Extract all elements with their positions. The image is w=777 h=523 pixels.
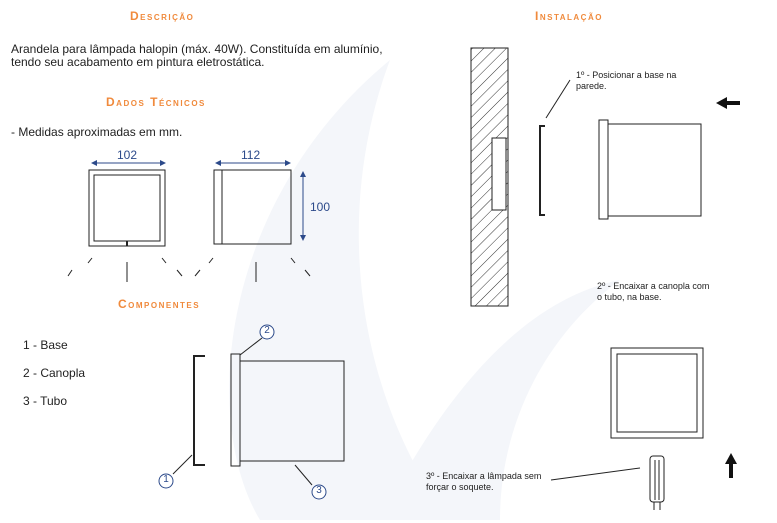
- callout-2-label: 2: [264, 325, 270, 336]
- step3-drawing: [550, 455, 665, 510]
- step1-line-1: 1º - Posicionar a base na: [576, 70, 677, 80]
- step3-line-2: forçar o soquete.: [426, 482, 494, 492]
- callout-3-label: 3: [316, 485, 322, 496]
- step1-line-2: parede.: [576, 81, 607, 91]
- step2-drawing: [610, 347, 704, 439]
- dados-tecnicos-heading: Dados Técnicos: [106, 95, 206, 109]
- step1-drawing: [539, 79, 702, 220]
- descricao-line-2: tendo seu acabamento em pintura eletrost…: [11, 55, 265, 69]
- instalacao-heading: Instalação: [535, 9, 603, 23]
- components-drawing: [172, 337, 345, 486]
- dimension-width-side: 112: [241, 148, 261, 162]
- componentes-heading: Componentes: [118, 297, 201, 311]
- componente-item-base: 1 - Base: [23, 338, 68, 352]
- dimension-height: 100: [310, 200, 331, 214]
- arrow-up-icon: [725, 453, 737, 478]
- dimension-width-front: 102: [117, 148, 138, 162]
- front-view-drawing: [67, 160, 183, 282]
- descricao-heading: Descrição: [130, 9, 195, 23]
- arrow-left-icon: [716, 97, 740, 109]
- descricao-line-1: Arandela para lâmpada halopin (máx. 40W)…: [11, 42, 383, 56]
- step2-line-2: o tubo, na base.: [597, 292, 662, 302]
- callout-circles: [158, 324, 327, 500]
- side-view-drawing: [194, 160, 311, 282]
- componente-item-canopla: 2 - Canopla: [23, 366, 86, 380]
- step2-line-1: 2º - Encaixar a canopla com: [597, 281, 710, 291]
- medidas-note: - Medidas aproximadas em mm.: [11, 125, 183, 139]
- componente-item-tubo: 3 - Tubo: [23, 394, 68, 408]
- step3-line-1: 3º - Encaixar a lâmpada sem: [426, 471, 542, 481]
- callout-1-label: 1: [163, 474, 169, 485]
- wall-drawing: [470, 47, 509, 307]
